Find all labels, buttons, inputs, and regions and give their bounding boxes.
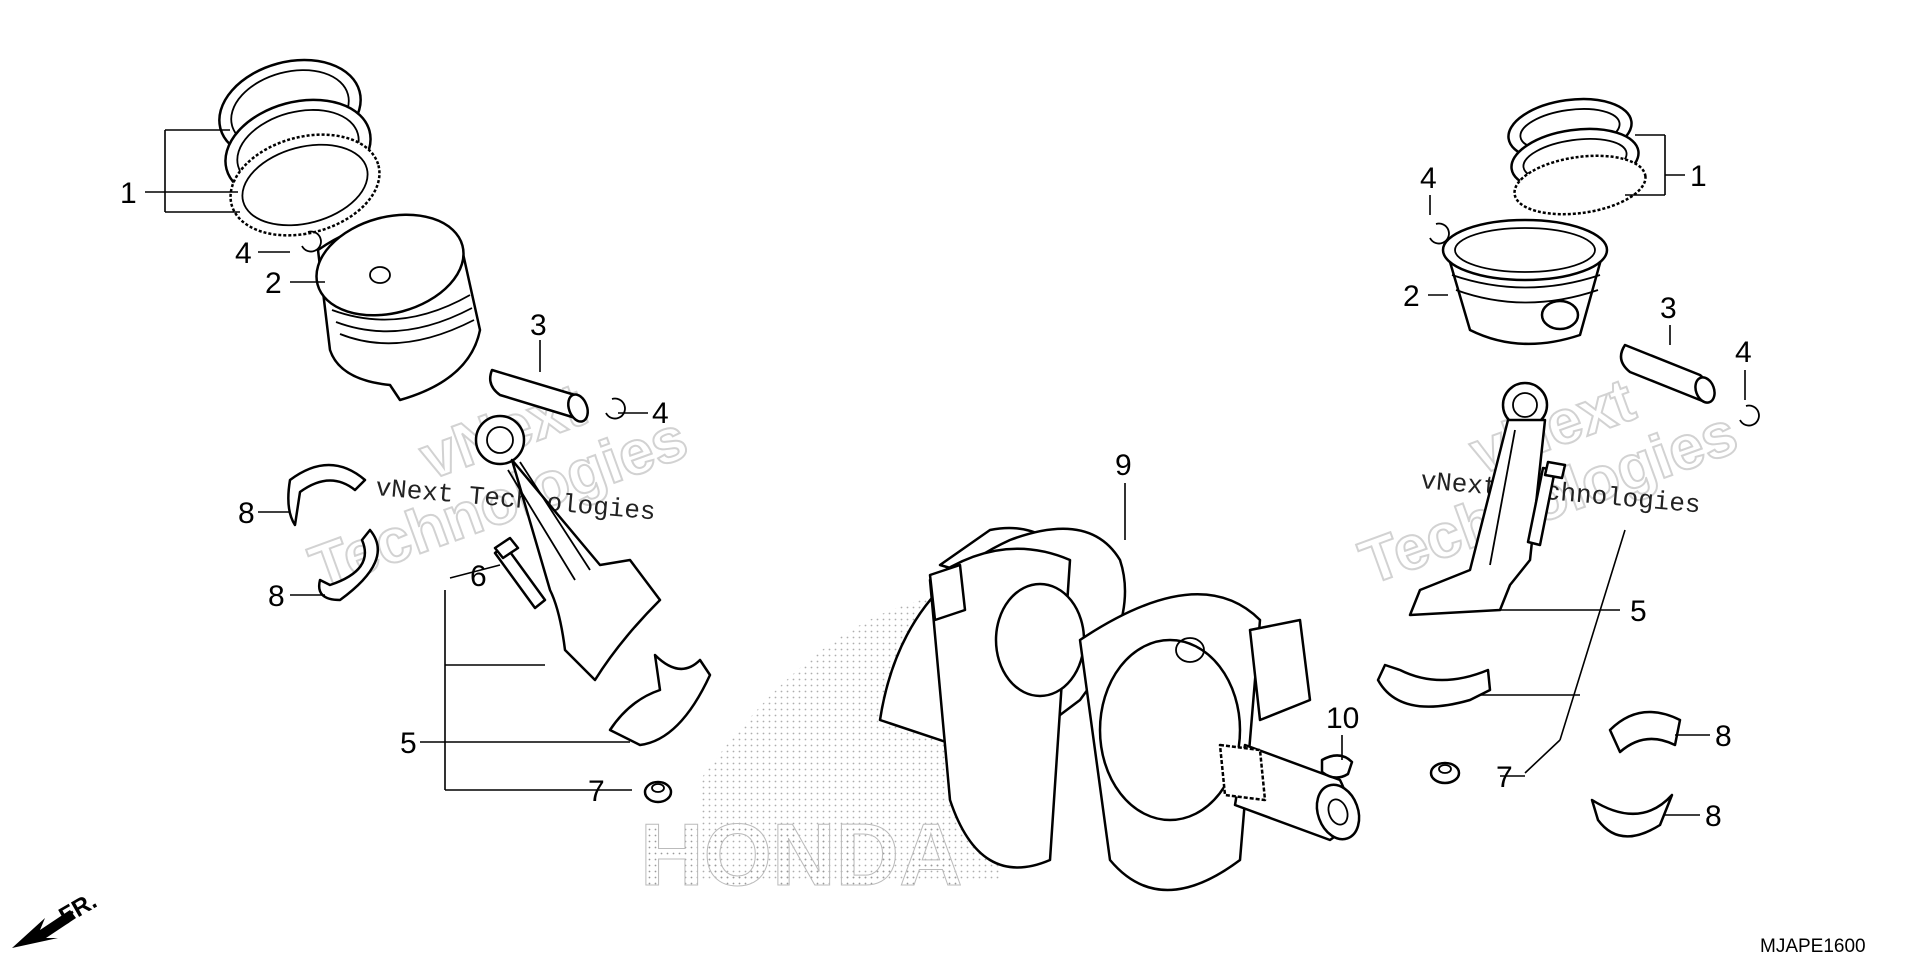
callout-8-left-a: 8	[238, 497, 255, 530]
piston-right	[1441, 218, 1609, 346]
bearing-left-a	[287, 463, 367, 527]
circlip-right-a	[1429, 222, 1450, 245]
callout-6: 6	[470, 560, 487, 593]
rod-nut-right	[1429, 761, 1461, 785]
arrow-left-down-icon	[12, 910, 76, 948]
connecting-rod-left	[474, 414, 662, 682]
circlip-left-a	[301, 230, 322, 253]
front-direction-indicator: FR.	[12, 887, 101, 948]
honda-brand-text: HONDA	[640, 805, 963, 904]
piston-rings-left	[218, 58, 381, 237]
callout-9: 9	[1115, 449, 1132, 482]
rod-bolt-left	[493, 536, 547, 610]
connecting-rod-right	[1408, 381, 1549, 617]
callout-2-left: 2	[265, 267, 282, 300]
callout-4-left-b: 4	[652, 397, 669, 430]
callout-10: 10	[1326, 702, 1359, 735]
woodruff-key	[1320, 754, 1354, 779]
callout-8-right-b: 8	[1705, 800, 1722, 833]
callout-3-right: 3	[1660, 292, 1677, 325]
piston-left	[315, 213, 482, 402]
callout-1-left: 1	[120, 177, 137, 210]
piston-rings-right	[1507, 97, 1647, 216]
callout-8-right-a: 8	[1715, 720, 1732, 753]
leader-lines	[145, 129, 1746, 816]
callout-7-right: 7	[1496, 761, 1513, 794]
callout-4-right-b: 4	[1735, 336, 1752, 369]
callout-4-left-a: 4	[235, 237, 252, 270]
callout-7-left: 7	[588, 775, 605, 808]
callout-5-right: 5	[1630, 595, 1647, 628]
drawing-code: MJAPE1600	[1760, 936, 1866, 957]
callout-4-right-a: 4	[1420, 162, 1437, 195]
callout-1-right: 1	[1690, 160, 1707, 193]
crankshaft	[878, 526, 1361, 892]
callout-3-left: 3	[530, 309, 547, 342]
bearing-right-b	[1590, 793, 1674, 838]
callout-2-right: 2	[1403, 280, 1420, 313]
rod-nut-left	[643, 780, 673, 804]
bearing-right-a	[1608, 710, 1682, 754]
callout-labels: 1 4 2 3 4 8 8 6 5 7 9 10 1 4 2 3 4 5 7 8…	[120, 160, 1752, 833]
piston-pin-right	[1619, 343, 1716, 404]
piston-pin-left	[489, 368, 589, 423]
circlip-left-b	[605, 397, 626, 420]
bearing-left-b	[317, 528, 380, 602]
rod-cap-right	[1376, 663, 1492, 708]
rod-cap-left	[608, 653, 712, 747]
callout-8-left-b: 8	[268, 580, 285, 613]
circlip-right-b	[1739, 404, 1760, 427]
rod-bolt-right	[1526, 460, 1567, 547]
callout-5-left: 5	[400, 727, 417, 760]
